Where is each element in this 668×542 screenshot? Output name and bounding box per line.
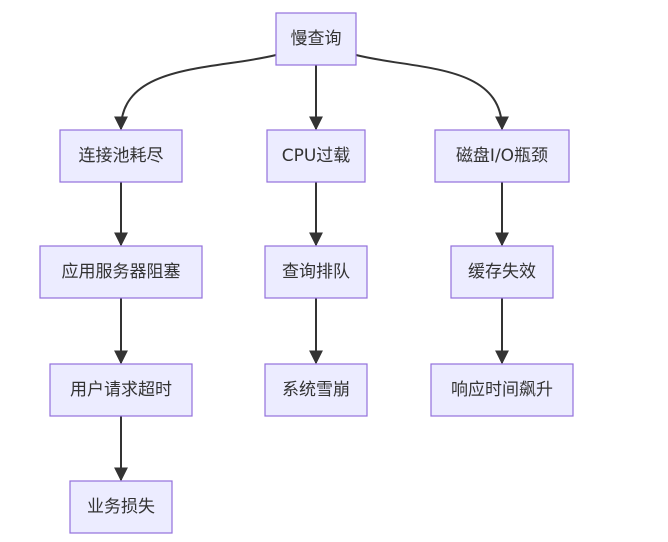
edge-root-a1 bbox=[114, 54, 277, 131]
node-c2: 缓存失效 bbox=[450, 245, 554, 299]
node-label: 磁盘I/O瓶颈 bbox=[456, 146, 548, 166]
node-box bbox=[59, 129, 183, 183]
node-a3: 用户请求超时 bbox=[49, 363, 193, 417]
node-box bbox=[264, 245, 368, 299]
node-c3: 响应时间飙升 bbox=[430, 363, 574, 417]
node-box bbox=[266, 129, 366, 183]
node-box bbox=[275, 12, 357, 66]
edge-root-c1 bbox=[355, 54, 509, 131]
node-a1: 连接池耗尽 bbox=[59, 129, 183, 183]
node-label: 系统雪崩 bbox=[282, 380, 350, 400]
node-c1: 磁盘I/O瓶颈 bbox=[434, 129, 570, 183]
node-label: 应用服务器阻塞 bbox=[62, 262, 181, 282]
node-b3: 系统雪崩 bbox=[264, 363, 368, 417]
node-root: 慢查询 bbox=[275, 12, 357, 66]
node-box bbox=[69, 480, 173, 534]
node-b2: 查询排队 bbox=[264, 245, 368, 299]
node-label: 响应时间飙升 bbox=[451, 380, 553, 400]
node-label: 慢查询 bbox=[291, 28, 342, 49]
node-label: 用户请求超时 bbox=[70, 380, 172, 400]
node-box bbox=[39, 245, 203, 299]
node-label: 业务损失 bbox=[87, 497, 155, 517]
node-box bbox=[450, 245, 554, 299]
node-b1: CPU过载 bbox=[266, 129, 366, 183]
node-label: 缓存失效 bbox=[468, 262, 536, 282]
node-label: 查询排队 bbox=[282, 262, 350, 282]
node-a4: 业务损失 bbox=[69, 480, 173, 534]
node-box bbox=[49, 363, 193, 417]
node-label: CPU过载 bbox=[282, 146, 351, 166]
edges bbox=[114, 54, 509, 482]
node-box bbox=[430, 363, 574, 417]
node-box bbox=[264, 363, 368, 417]
node-label: 连接池耗尽 bbox=[79, 146, 164, 166]
node-a2: 应用服务器阻塞 bbox=[39, 245, 203, 299]
node-box bbox=[434, 129, 570, 183]
